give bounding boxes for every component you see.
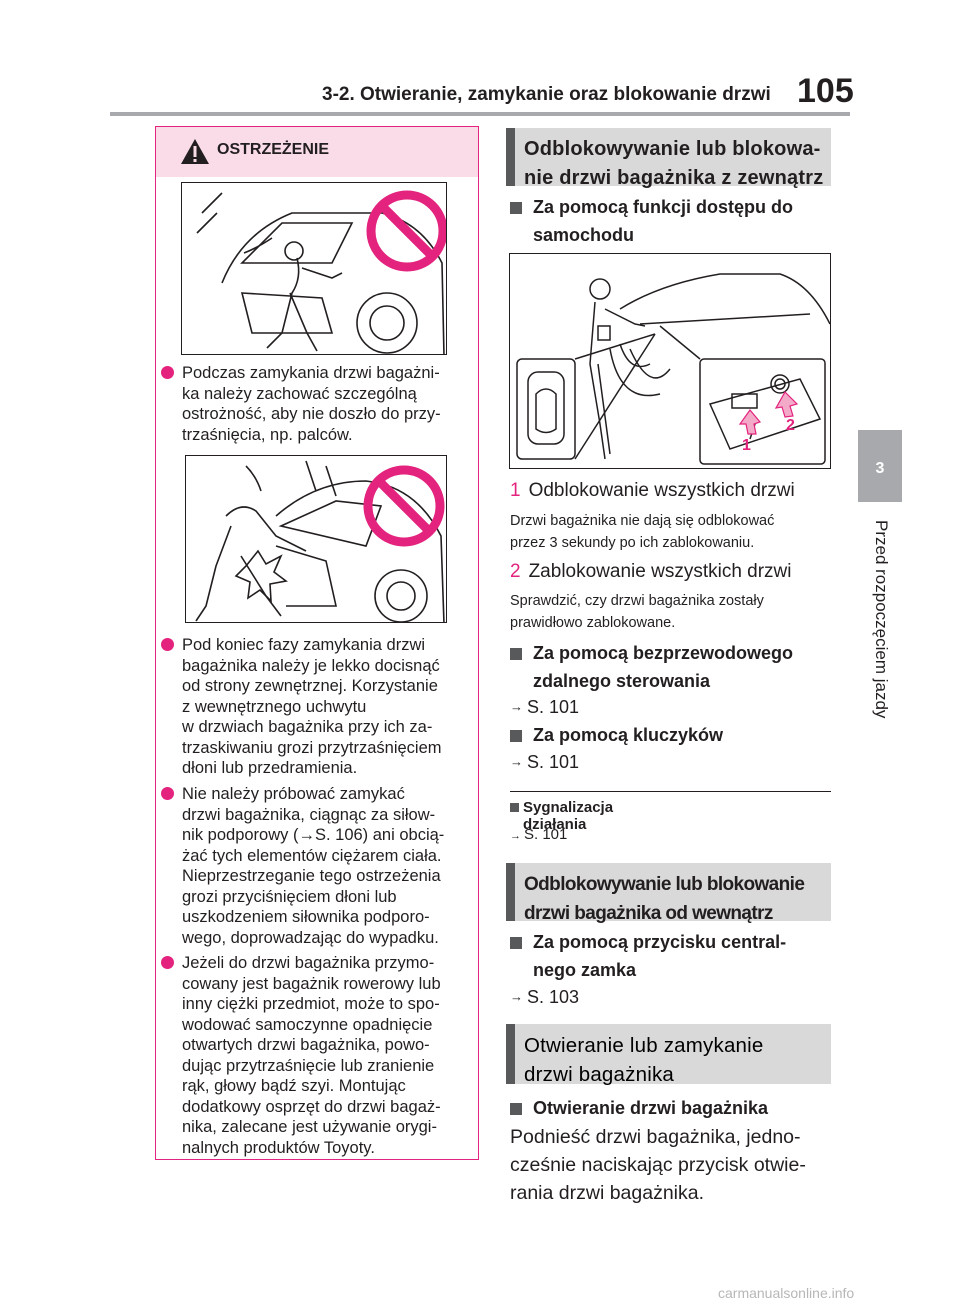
square-bullet <box>510 1103 522 1115</box>
warning-title: OSTRZEŻENIE <box>217 141 330 158</box>
section-heading-inside: Odblokowywanie lub blokowanie drzwi baga… <box>506 863 831 924</box>
page-number: 105 <box>797 72 854 110</box>
body-open-hatch: Podnieść drzwi bagażnika, jedno- cześnie… <box>510 1126 806 1204</box>
chapter-number: 3 <box>875 460 885 477</box>
header-rule <box>110 112 850 116</box>
warning-header: OSTRZEŻENIE <box>156 127 478 177</box>
arrow-right-icon: → <box>510 754 523 769</box>
page-reference[interactable]: →S. 101 <box>510 752 580 772</box>
bullet-dot <box>161 366 174 379</box>
section-title: 3-2. Otwieranie, zamykanie oraz blokowan… <box>322 84 771 105</box>
note-2: Sprawdzić, czy drzwi bagażnika zostały p… <box>510 593 764 631</box>
smart-entry-illustration: 1 2 <box>516 273 830 465</box>
callout-2: 2 <box>786 417 795 434</box>
chapter-title-vertical: Przed rozpoczęciem jazdy <box>855 520 907 750</box>
square-bullet <box>510 937 522 949</box>
section-heading-open-close: Otwieranie lub zamykanie drzwi bagażnika <box>506 1024 831 1086</box>
page-reference[interactable]: →S. 101 <box>510 826 568 843</box>
chapter-title: Przed rozpoczęciem jazdy <box>872 520 891 719</box>
warning-box: OSTRZEŻENIE Podczas za <box>155 126 479 1160</box>
illustration-closing-hatch <box>181 182 447 355</box>
divider <box>510 791 831 792</box>
warning-triangle-icon <box>181 139 209 164</box>
bullet-dot <box>161 787 174 800</box>
square-bullet <box>510 803 519 812</box>
callout-1: 1 <box>742 437 751 454</box>
note-1: Drzwi bagażnika nie dają się odblokować … <box>510 513 775 551</box>
bullet-dot <box>161 638 174 651</box>
chapter-tab: 3 <box>858 430 902 502</box>
square-bullet <box>510 730 522 742</box>
section-heading-outside: Odblokowywanie lub blokowa- nie drzwi ba… <box>506 128 831 189</box>
page-reference[interactable]: →S. 101 <box>510 697 580 717</box>
arrow-right-icon: → <box>510 699 523 714</box>
illustration-smart-entry: 1 2 <box>509 253 831 469</box>
square-bullet <box>510 648 522 660</box>
hand-caught-illustration <box>195 460 445 622</box>
arrow-right-icon: → <box>510 830 521 842</box>
bullet-dot <box>161 956 174 969</box>
page-reference[interactable]: →S. 103 <box>510 987 580 1007</box>
arrow-right-icon: → <box>510 989 523 1004</box>
watermark: carmanualsonline.info <box>718 1285 855 1301</box>
car-hatch-illustration <box>196 190 446 354</box>
square-bullet <box>510 202 522 214</box>
illustration-hand-caught <box>185 455 447 623</box>
